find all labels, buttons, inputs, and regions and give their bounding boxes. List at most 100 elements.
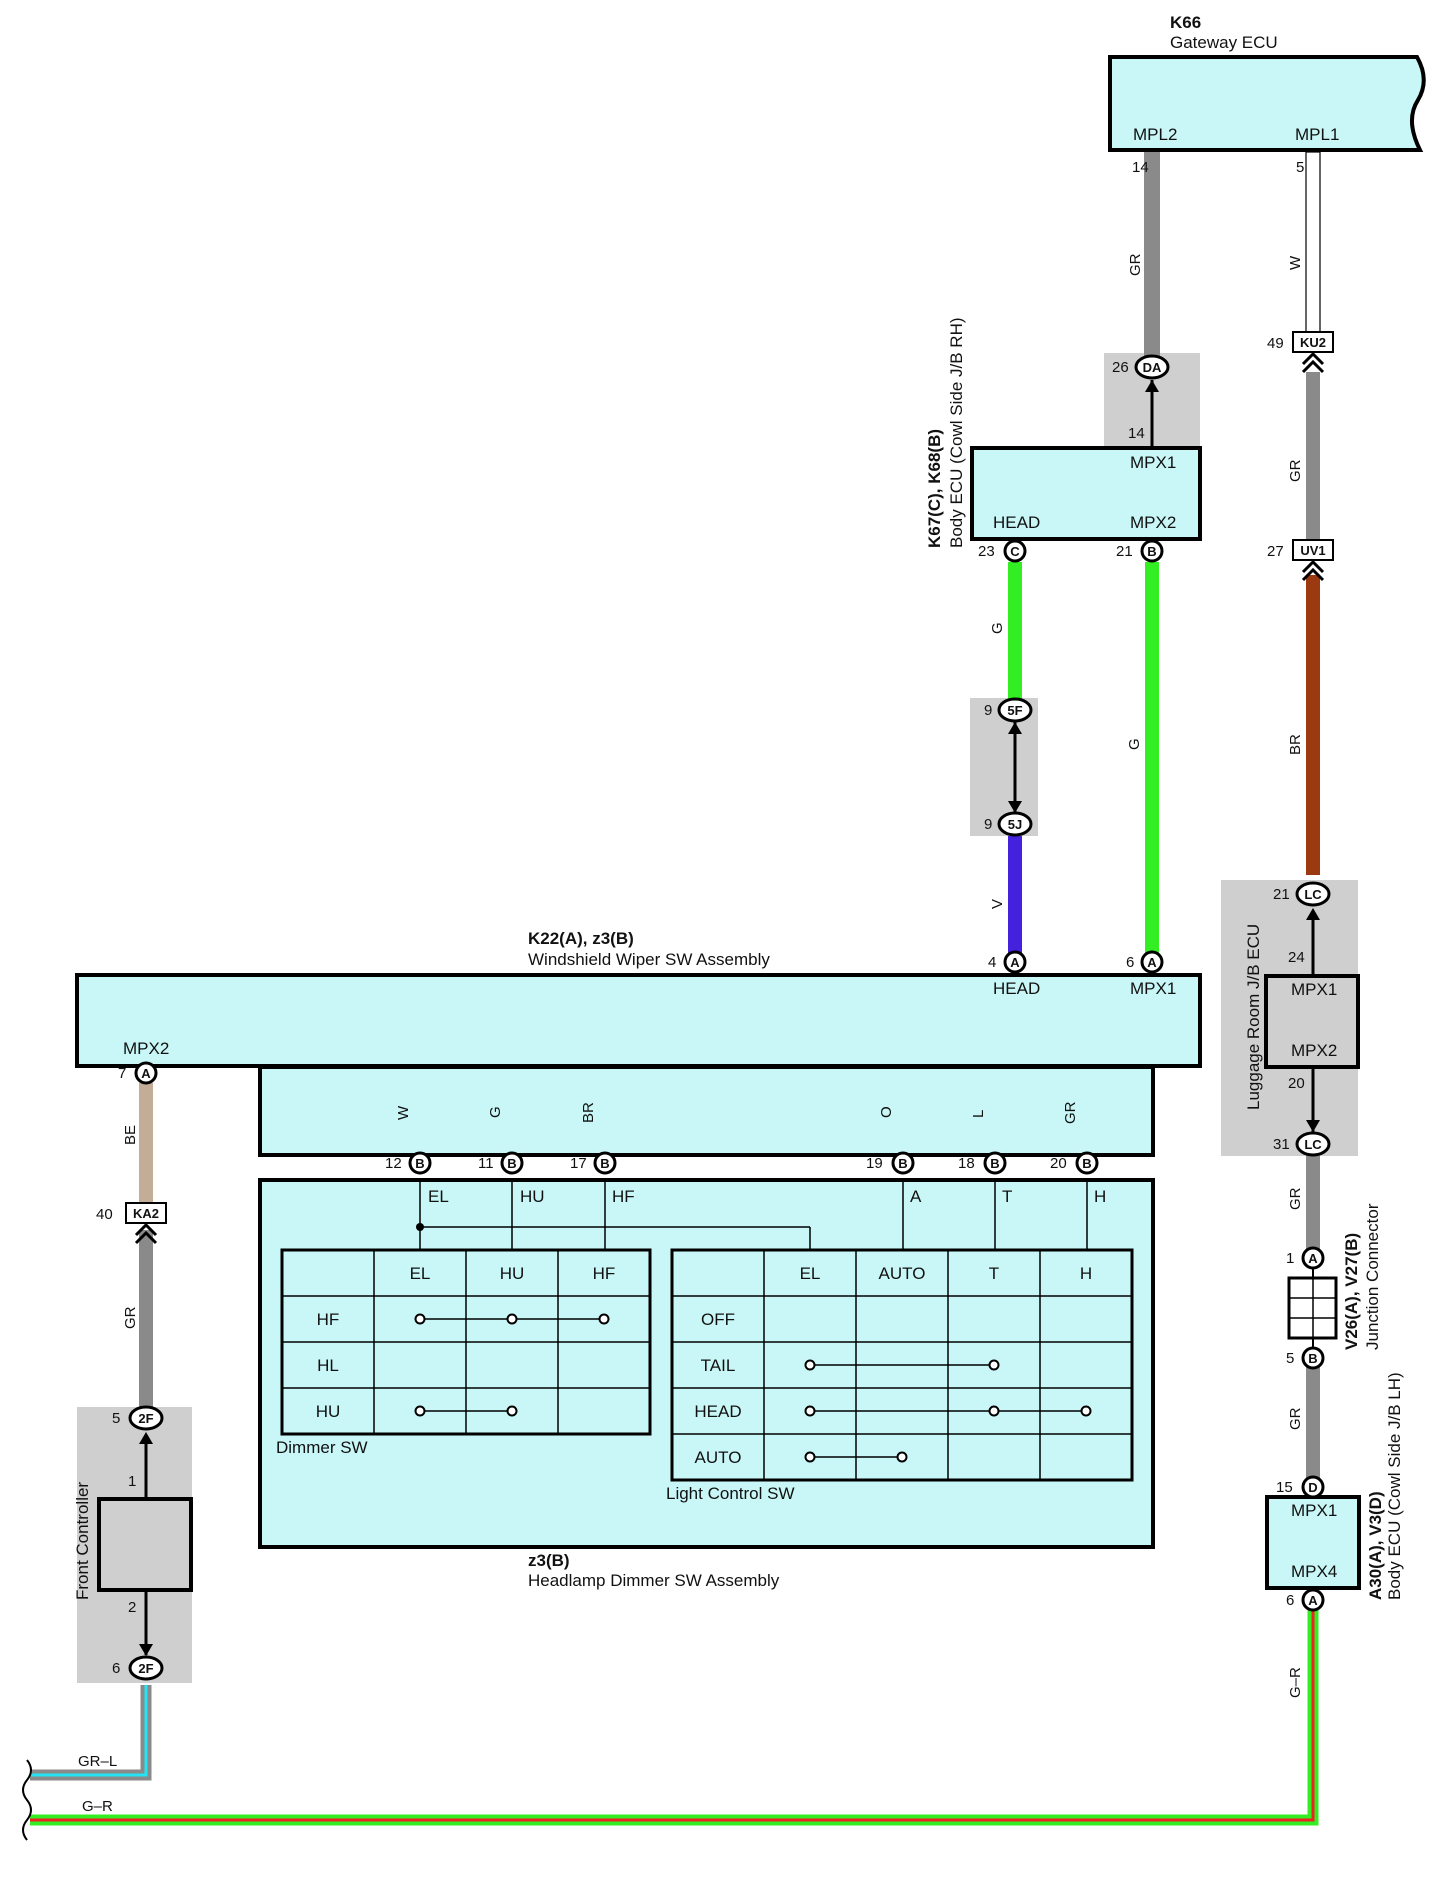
svg-text:19: 19 [866, 1155, 883, 1172]
arrow-down-icon [139, 1644, 153, 1656]
svg-text:21: 21 [1273, 886, 1290, 903]
wire-gr-gateway [1144, 152, 1160, 362]
svg-text:12: 12 [385, 1155, 402, 1172]
wire-gr-ka2-2f [139, 1230, 153, 1408]
wire-be-mpx2 [139, 1083, 153, 1203]
svg-text:B: B [898, 1156, 907, 1171]
svg-text:4: 4 [988, 954, 996, 971]
front-controller: Front Controller 1 2 [73, 1440, 193, 1655]
svg-text:HF: HF [317, 1310, 340, 1329]
svg-text:B: B [507, 1156, 516, 1171]
svg-text:15: 15 [1276, 1479, 1293, 1496]
headlamp-name: Headlamp Dimmer SW Assembly [528, 1571, 780, 1590]
svg-text:5: 5 [1286, 1350, 1294, 1367]
connector-5f [997, 697, 1033, 723]
svg-text:Luggage Room J/B ECU: Luggage Room J/B ECU [1244, 924, 1263, 1110]
svg-text:HEAD: HEAD [993, 513, 1040, 532]
svg-text:BR: BR [580, 1102, 597, 1123]
svg-text:HU: HU [316, 1402, 341, 1421]
svg-text:GR: GR [1287, 1407, 1304, 1430]
svg-text:HL: HL [317, 1356, 339, 1375]
connector-b-11 [500, 1151, 524, 1175]
svg-text:14: 14 [1132, 159, 1149, 176]
svg-text:27: 27 [1267, 543, 1284, 560]
chevron-up-icon [1301, 559, 1325, 582]
svg-text:T: T [989, 1264, 999, 1283]
svg-text:11: 11 [478, 1155, 494, 1172]
break-mark-icon [22, 1759, 32, 1841]
svg-text:G–R: G–R [1287, 1667, 1304, 1698]
svg-text:EL: EL [800, 1264, 821, 1283]
body-ecu-rh-code: K67(C), K68(B) [925, 429, 944, 548]
svg-text:W: W [1287, 255, 1304, 270]
connector-b-19 [891, 1151, 915, 1175]
svg-text:2F: 2F [138, 1411, 153, 1426]
svg-text:Body ECU (Cowl Side J/B LH): Body ECU (Cowl Side J/B LH) [1385, 1372, 1404, 1600]
svg-text:1: 1 [128, 1473, 136, 1490]
svg-text:GR: GR [1287, 459, 1304, 482]
svg-text:MPX1: MPX1 [1130, 453, 1176, 472]
svg-text:MPX2: MPX2 [1291, 1041, 1337, 1060]
svg-text:5: 5 [112, 1410, 120, 1427]
svg-text:MPX1: MPX1 [1291, 1501, 1337, 1520]
body-ecu-lh: A30(A), V3(D) Body ECU (Cowl Side J/B LH… [1265, 1372, 1404, 1600]
luggage-room-ecu: Luggage Room J/B ECU MPX1 MPX2 24 20 [1244, 920, 1360, 1132]
connector-a-6 [1140, 950, 1164, 974]
svg-text:HF: HF [593, 1264, 616, 1283]
svg-text:HEAD: HEAD [993, 979, 1040, 998]
svg-text:49: 49 [1267, 335, 1284, 352]
svg-text:G: G [1126, 738, 1143, 750]
arrow-up-icon [139, 1432, 153, 1444]
wire-v-head [1008, 836, 1022, 956]
svg-text:O: O [878, 1106, 895, 1118]
svg-text:HF: HF [612, 1187, 635, 1206]
svg-text:A: A [1147, 955, 1157, 970]
wiper-name: Windshield Wiper SW Assembly [528, 950, 770, 969]
svg-text:V26(A), V27(B): V26(A), V27(B) [1342, 1233, 1361, 1350]
svg-text:MPX2: MPX2 [1130, 513, 1176, 532]
gateway-pin-mpl1: MPL1 [1295, 125, 1339, 144]
svg-text:6: 6 [112, 1660, 120, 1677]
connector-c-23 [1003, 539, 1027, 563]
gateway-pin-mpl2: MPL2 [1133, 125, 1177, 144]
svg-text:AUTO: AUTO [879, 1264, 926, 1283]
svg-text:G: G [487, 1106, 504, 1118]
svg-text:G: G [989, 622, 1006, 634]
chevron-up-icon [1301, 351, 1325, 374]
wiper-sw-assembly: K22(A), z3(B) Windshield Wiper SW Assemb… [75, 929, 1202, 1157]
connector-da [1134, 354, 1170, 380]
svg-text:26: 26 [1112, 359, 1129, 376]
svg-text:B: B [1147, 544, 1156, 559]
wire-gr-ku2-uv1 [1306, 372, 1320, 540]
connector-a-7 [134, 1061, 158, 1085]
svg-text:21: 21 [1116, 543, 1133, 560]
svg-text:B: B [1308, 1351, 1317, 1366]
svg-text:EL: EL [428, 1187, 449, 1206]
connector-a-6-lh [1301, 1588, 1325, 1612]
svg-text:W: W [395, 1105, 412, 1120]
connector-b-18 [983, 1151, 1007, 1175]
svg-text:A: A [1010, 955, 1020, 970]
svg-text:B: B [415, 1156, 424, 1171]
svg-text:20: 20 [1050, 1155, 1067, 1172]
svg-text:A30(A), V3(D): A30(A), V3(D) [1366, 1491, 1385, 1600]
svg-text:B: B [990, 1156, 999, 1171]
svg-text:GR–L: GR–L [78, 1753, 117, 1770]
svg-text:5: 5 [1296, 159, 1304, 176]
svg-text:C: C [1010, 544, 1020, 559]
svg-text:HU: HU [520, 1187, 545, 1206]
svg-text:KA2: KA2 [133, 1206, 159, 1221]
svg-text:6: 6 [1126, 954, 1134, 971]
arrow-up-icon [1306, 908, 1320, 920]
chevron-up-icon [134, 1222, 158, 1245]
body-ecu-rh: K67(C), K68(B) Body ECU (Cowl Side J/B R… [925, 317, 1202, 548]
connector-lc-31 [1295, 1131, 1331, 1157]
dimmer-sw-table: EL HU HF HF HL HU Dimmer SW [276, 1248, 652, 1457]
arrow-up-icon [1008, 722, 1022, 734]
connector-2f-5 [128, 1405, 164, 1431]
wire-br-uv1-lc [1306, 575, 1320, 875]
wire-g-r [30, 1610, 1319, 1826]
svg-text:GR: GR [1287, 1187, 1304, 1210]
svg-text:5F: 5F [1007, 703, 1022, 718]
svg-text:L: L [970, 1110, 987, 1118]
